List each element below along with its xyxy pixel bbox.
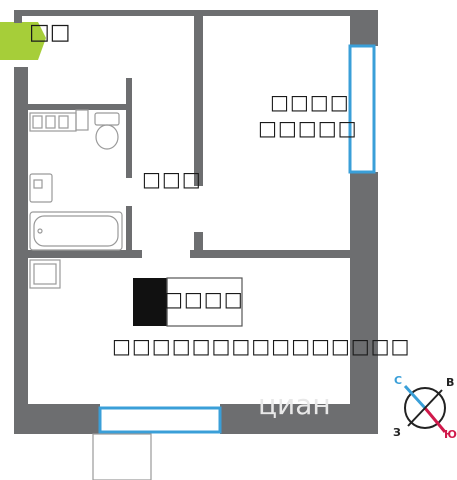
entrance-label: □□	[29, 20, 71, 45]
window-right	[348, 44, 376, 174]
corridor-label: □□□	[142, 167, 202, 191]
entrance-marker	[0, 22, 46, 60]
compass-south: Ю	[444, 428, 457, 441]
room-label-line-2: □□□□□	[258, 116, 358, 140]
compass-east: В	[446, 376, 455, 389]
living-room-label: □□□□□□□□□□□□□□□	[112, 334, 411, 358]
toilet-icon	[94, 112, 120, 150]
sink-icon	[29, 173, 53, 203]
watermark: циан	[258, 388, 331, 421]
kitchen-label: □□□□	[164, 287, 244, 311]
room-label-line-1: □□□□	[270, 90, 350, 114]
windows	[98, 44, 376, 434]
fridge-icon	[133, 277, 243, 327]
balcony	[92, 433, 152, 480]
bathroom-fixtures	[29, 109, 123, 251]
window-bottom	[98, 406, 222, 434]
compass-north: С	[394, 374, 403, 387]
bathtub-icon	[29, 211, 123, 251]
shelf-icon	[75, 109, 89, 131]
kitchen-fixtures	[29, 259, 61, 289]
interior-walls	[22, 10, 358, 258]
kitchen-sink-icon	[29, 259, 61, 289]
compass-west: З	[393, 426, 401, 439]
compass-icon	[403, 384, 447, 433]
